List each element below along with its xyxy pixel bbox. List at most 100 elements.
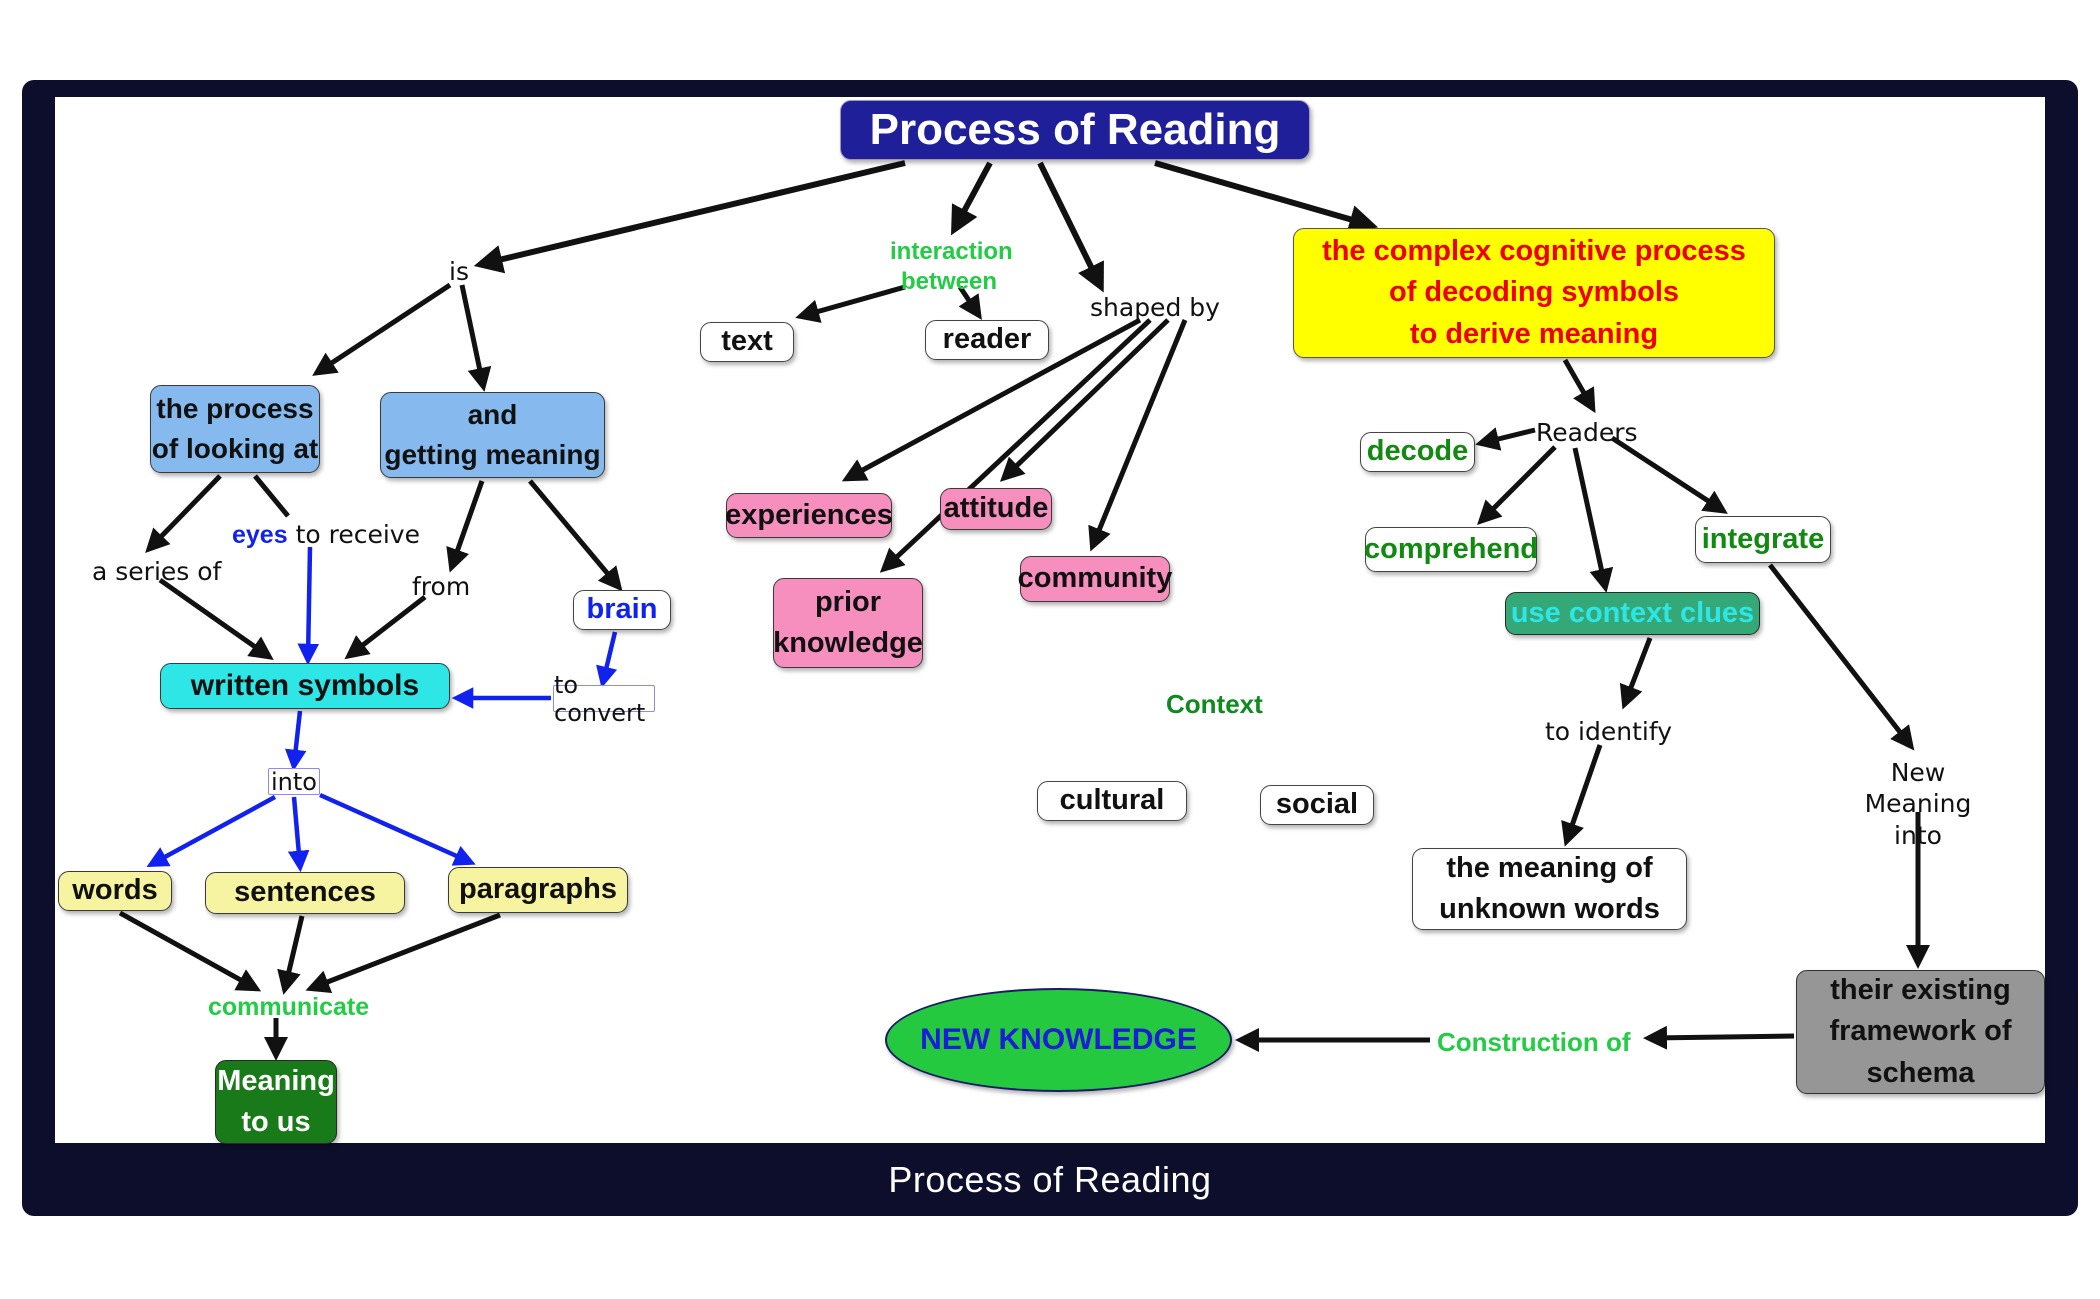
node-written-symbols[interactable]: written symbols [160,663,450,709]
node-reader-text: reader [942,323,1032,356]
link-label-construction-of[interactable]: Construction of [1437,1026,1631,1059]
link-label-readers[interactable]: Readers [1536,417,1638,448]
node-meaning-to-us-text: to us [241,1106,311,1138]
link-label-new-meaning-into-text: New Meaning [1864,758,1972,819]
link-label-construction-of-text: Construction of [1437,1027,1631,1057]
node-text-text: text [721,325,773,358]
connector-38 [287,796,310,873]
node-prior-knowledge-text: prior [814,585,882,618]
link-label-into[interactable]: into [268,768,320,796]
link-label-eyes-to-receive[interactable]: eyes to receive [232,519,420,551]
link-label-eyes-to-receive-part: eyes [232,521,288,549]
link-label-to-identify-text: to identify [1545,717,1672,746]
connector-25 [446,480,485,573]
node-attitude[interactable]: attitude [940,488,1052,530]
node-meaning-to-us[interactable]: Meaning to us [215,1060,337,1144]
node-decode[interactable]: decode [1360,432,1475,472]
connector-33 [297,546,320,666]
node-community[interactable]: community [1017,556,1173,602]
node-cultural[interactable]: cultural [1037,781,1187,821]
connector-5 [459,284,492,392]
node-existing-framework-schema-text: framework of [1829,1015,2012,1048]
connector-27 [158,577,274,661]
node-complex-cognitive-process-text: to derive meaning [1409,317,1659,350]
node-attitude-text: attitude [943,492,1049,525]
node-social[interactable]: social [1260,785,1374,825]
node-paragraphs[interactable]: paragraphs [448,867,628,913]
connector-1 [951,161,993,236]
node-meaning-of-unknown-words-text: unknown words [1439,893,1660,925]
connector-18 [1561,744,1603,847]
link-label-a-series-of[interactable]: a series of [92,556,221,587]
connector-7 [957,285,982,320]
title-box-text: Process of Reading [869,104,1281,154]
node-sentences[interactable]: sentences [205,872,405,914]
link-label-eyes-to-receive-part: to receive [287,520,420,549]
connector-4 [312,282,452,376]
node-use-context-clues-text: use context clues [1510,596,1755,629]
node-existing-framework-schema-text: their existing [1830,974,2011,1007]
connector-19 [1768,563,1915,751]
connector-23 [145,474,222,554]
link-label-context-text: Context [1166,689,1263,719]
node-the-process-of-looking-at-text: the process [156,393,314,425]
link-label-from[interactable]: from [412,571,470,602]
node-new-knowledge[interactable]: NEW KNOWLEDGE [885,988,1232,1092]
connector-34 [596,631,618,689]
link-label-shaped-by[interactable]: shaped by [1090,292,1220,323]
node-decode-text: decode [1366,435,1469,468]
connector-30 [277,915,305,995]
link-label-communicate-text: communicate [208,993,370,1021]
node-paragraphs-text: paragraphs [459,873,617,906]
link-label-communicate[interactable]: communicate [208,992,369,1023]
connector-28 [344,595,427,660]
title-box[interactable]: Process of Reading [840,100,1310,160]
link-label-is-text: is [449,257,469,286]
connector-12 [1562,358,1596,414]
connector-9 [879,318,1152,573]
node-text[interactable]: text [700,322,794,362]
node-reader[interactable]: reader [925,320,1049,360]
connector-31 [305,912,501,994]
node-sentences-text: sentences [234,876,376,909]
link-label-from-text: from [412,572,471,601]
node-the-process-of-looking-at-text: of looking at [151,433,319,464]
connector-2 [1037,161,1104,293]
link-label-context[interactable]: Context [1166,688,1263,721]
connector-39 [319,792,476,866]
node-words[interactable]: words [58,871,172,911]
node-use-context-clues[interactable]: use context clues [1505,592,1760,635]
node-comprehend[interactable]: comprehend [1364,527,1538,572]
connector-14 [1477,445,1557,525]
node-meaning-to-us-text: Meaning [217,1064,335,1097]
link-label-readers-text: Readers [1536,418,1638,447]
footer-title: Process of Reading [888,1158,1212,1200]
node-brain-text: brain [586,593,658,626]
node-community-text: community [1017,562,1173,595]
link-label-to-convert[interactable]: to convert [553,671,655,727]
connector-3 [1154,160,1379,234]
node-integrate[interactable]: integrate [1695,516,1831,563]
link-label-is[interactable]: is [449,256,469,287]
node-the-process-of-looking-at[interactable]: the process of looking at [150,385,320,473]
link-label-shaped-by-text: shaped by [1090,293,1220,322]
node-words-text: words [72,874,158,907]
link-label-to-identify[interactable]: to identify [1545,716,1672,747]
connector-0 [473,160,906,274]
node-brain[interactable]: brain [573,590,671,630]
node-and-getting-meaning-text: getting meaning [384,439,601,470]
connector-17 [1619,637,1653,710]
connector-29 [118,910,262,992]
node-experiences[interactable]: experiences [725,493,893,538]
connector-11 [1088,319,1188,552]
